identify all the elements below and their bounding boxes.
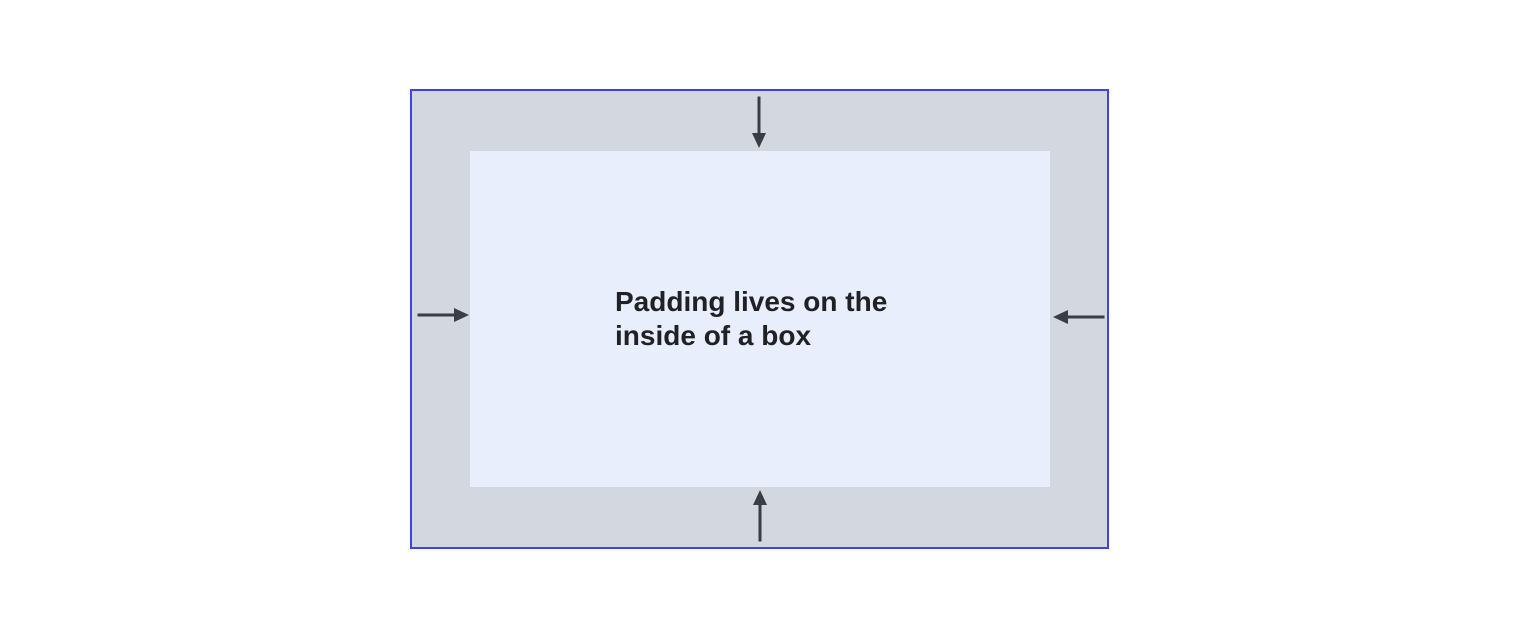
padding-area-box: Padding lives on the inside of a box <box>410 89 1109 549</box>
arrow-right-icon <box>417 308 469 322</box>
padding-caption: Padding lives on the inside of a box <box>615 286 888 351</box>
content-box: Padding lives on the inside of a box <box>470 151 1050 487</box>
arrow-left-icon <box>1053 310 1105 324</box>
arrow-up-icon <box>753 490 767 542</box>
arrow-down-icon <box>752 96 766 148</box>
